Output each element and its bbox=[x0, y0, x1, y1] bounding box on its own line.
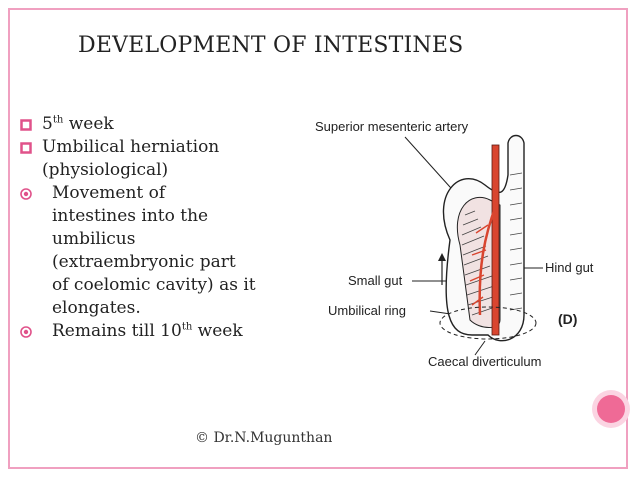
bullet-text: 5 bbox=[42, 114, 53, 134]
superior-mesenteric-artery bbox=[469, 144, 500, 336]
bullet-text: elongates. bbox=[52, 298, 141, 318]
accent-dot bbox=[597, 395, 625, 423]
hollow-square-bullet-icon bbox=[20, 119, 32, 131]
bullet-superscript: th bbox=[181, 321, 193, 333]
bullet-text: of coelomic cavity) as it bbox=[52, 275, 256, 295]
bullet-text: Umbilical herniation bbox=[42, 137, 220, 157]
copyright-footer: © Dr.N.Mugunthan bbox=[195, 430, 333, 446]
direction-arrow-icon bbox=[438, 253, 446, 285]
target-circle-bullet-icon bbox=[20, 188, 32, 200]
label-umbilical-ring: Umbilical ring bbox=[328, 303, 406, 318]
target-circle-bullet-icon bbox=[20, 326, 32, 338]
slide-title: DEVELOPMENT OF INTESTINES bbox=[78, 33, 464, 58]
bullet-item: 5th week bbox=[20, 113, 290, 136]
bullet-list: 5th week Umbilical herniation (physiolog… bbox=[20, 113, 290, 343]
bullet-text: week bbox=[192, 321, 243, 341]
bullet-text: intestines into the bbox=[52, 206, 209, 226]
slide-border bbox=[8, 8, 628, 469]
bullet-text: Remains till 10 bbox=[52, 321, 182, 341]
bullet-text: umbilicus bbox=[52, 229, 136, 249]
umbilical-ring-outline bbox=[439, 306, 537, 340]
label-panel-d: (D) bbox=[558, 311, 577, 327]
bullet-item: Umbilical herniation (physiological) bbox=[20, 136, 290, 182]
label-superior-mesenteric-artery: Superior mesenteric artery bbox=[315, 119, 469, 134]
bullet-text: week bbox=[63, 114, 114, 134]
bullet-item: Movement of intestines into the umbilicu… bbox=[20, 182, 290, 320]
intestinal-loop bbox=[442, 134, 525, 342]
label-small-gut: Small gut bbox=[348, 273, 403, 288]
label-caecal-diverticulum: Caecal diverticulum bbox=[428, 354, 541, 369]
bullet-text: (extraembryonic part bbox=[52, 252, 236, 272]
bullet-text: Movement of bbox=[52, 183, 166, 203]
hollow-square-bullet-icon bbox=[20, 142, 32, 154]
intestine-diagram: Superior mesenteric artery Small gut Hin… bbox=[315, 119, 594, 369]
bullet-text: (physiological) bbox=[42, 160, 169, 180]
bullet-superscript: th bbox=[52, 114, 64, 126]
bullet-item: Remains till 10th week bbox=[20, 320, 290, 343]
label-hind-gut: Hind gut bbox=[545, 260, 594, 275]
